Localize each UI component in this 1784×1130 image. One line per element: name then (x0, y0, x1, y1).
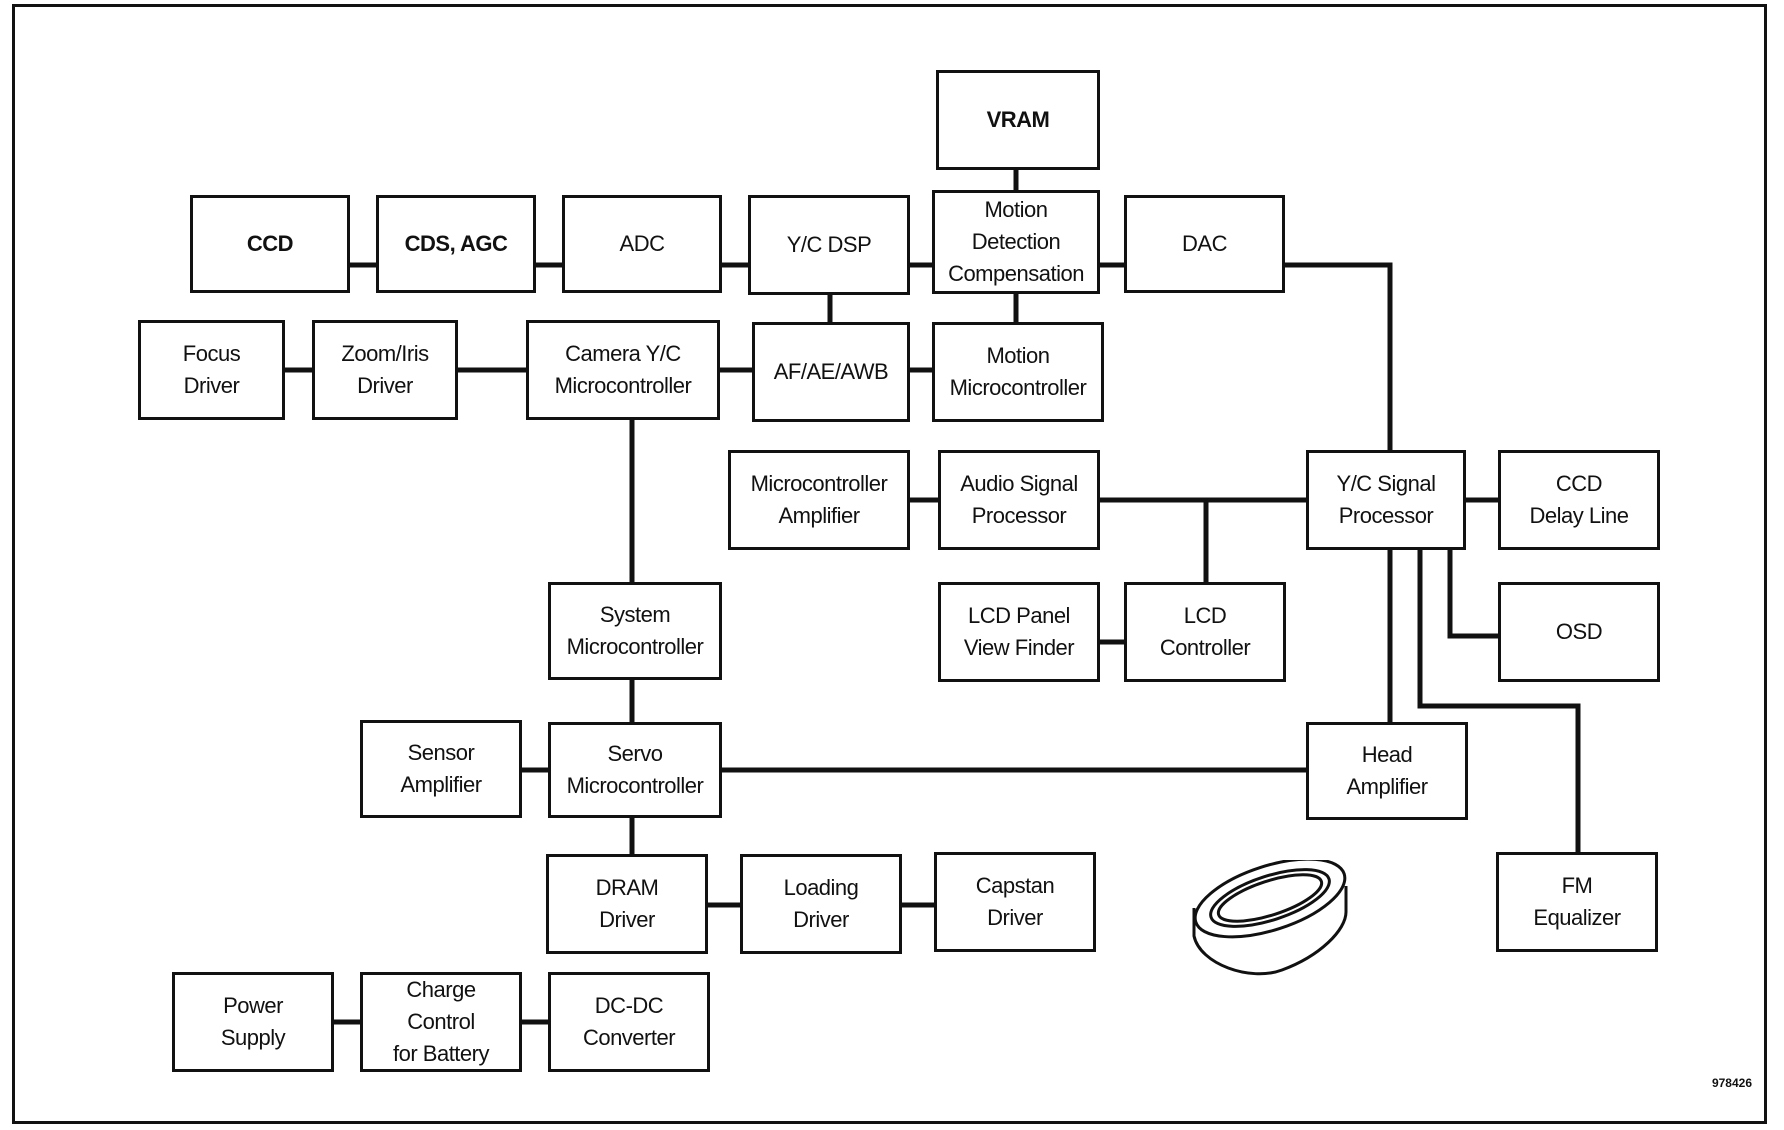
block-charge-control: Charge Control for Battery (360, 972, 522, 1072)
label-osd: OSD (1555, 619, 1603, 644)
label-ccd: CCD (246, 231, 294, 256)
diagram-frame (12, 4, 1767, 1124)
block-dcdc-converter: DC-DC Converter (548, 972, 710, 1072)
label-motion-detection: Motion Detection Compensation (948, 197, 1084, 286)
block-motion-detection: Motion Detection Compensation (932, 190, 1100, 294)
block-osd: OSD (1498, 582, 1660, 682)
block-microcontroller-amplifier: Microcontroller Amplifier (728, 450, 910, 550)
label-yc-signal-processor: Y/C Signal Processor (1336, 471, 1436, 528)
wire-dac-ycsignal (1282, 262, 1393, 453)
label-ccd-delay-line: CCD Delay Line (1529, 471, 1629, 528)
label-dram-driver: DRAM Driver (595, 875, 659, 932)
label-motion-microcontroller: Motion Microcontroller (949, 343, 1087, 400)
block-motion-microcontroller: Motion Microcontroller (932, 322, 1104, 422)
block-system-microcontroller: System Microcontroller (548, 582, 722, 680)
label-cds-agc: CDS, AGC (404, 231, 508, 256)
label-head-amplifier: Head Amplifier (1346, 742, 1428, 799)
label-af-ae-awb: AF/AE/AWB (773, 359, 889, 384)
block-yc-signal-processor: Y/C Signal Processor (1306, 450, 1466, 550)
label-zoom-iris-driver: Zoom/Iris Driver (341, 341, 429, 398)
label-lcd-controller: LCD Controller (1159, 603, 1251, 660)
block-lcd-controller: LCD Controller (1124, 582, 1286, 682)
label-system-microcontroller: System Microcontroller (566, 602, 704, 659)
label-power-supply: Power Supply (220, 993, 286, 1050)
label-fm-equalizer: FM Equalizer (1533, 873, 1621, 930)
block-af-ae-awb: AF/AE/AWB (752, 322, 910, 422)
label-capstan-driver: Capstan Driver (975, 873, 1055, 930)
label-vram: VRAM (986, 107, 1050, 132)
block-audio-signal-processor: Audio Signal Processor (938, 450, 1100, 550)
label-sensor-amplifier: Sensor Amplifier (400, 740, 482, 797)
label-dcdc-converter: DC-DC Converter (582, 993, 676, 1050)
label-servo-microcontroller: Servo Microcontroller (566, 741, 704, 798)
wire-ycsignal-fm (1417, 547, 1581, 855)
block-servo-microcontroller: Servo Microcontroller (548, 722, 722, 818)
wire-ycsignal-osd (1447, 547, 1501, 639)
label-adc: ADC (619, 231, 665, 256)
label-loading-driver: Loading Driver (783, 875, 859, 932)
block-capstan-driver: Capstan Driver (934, 852, 1096, 952)
block-cds-agc: CDS, AGC (376, 195, 536, 293)
block-head-amplifier: Head Amplifier (1306, 722, 1468, 820)
block-ccd: CCD (190, 195, 350, 293)
label-dac: DAC (1182, 231, 1227, 256)
block-camera-yc-microcontroller: Camera Y/C Microcontroller (526, 320, 720, 420)
label-microcontroller-amplifier: Microcontroller Amplifier (750, 471, 888, 528)
block-yc-dsp: Y/C DSP (748, 195, 910, 295)
block-ccd-delay-line: CCD Delay Line (1498, 450, 1660, 550)
block-vram: VRAM (936, 70, 1100, 170)
label-lcd-panel-view-finder: LCD Panel View Finder (963, 603, 1075, 660)
block-fm-equalizer: FM Equalizer (1496, 852, 1658, 952)
label-charge-control: Charge Control for Battery (393, 977, 489, 1066)
label-camera-yc-microcontroller: Camera Y/C Microcontroller (554, 341, 692, 398)
label-audio-signal-processor: Audio Signal Processor (960, 471, 1078, 528)
block-loading-driver: Loading Driver (740, 854, 902, 954)
block-dac: DAC (1124, 195, 1285, 293)
block-power-supply: Power Supply (172, 972, 334, 1072)
block-sensor-amplifier: Sensor Amplifier (360, 720, 522, 818)
block-zoom-iris-driver: Zoom/Iris Driver (312, 320, 458, 420)
tape-reel-icon (1192, 860, 1348, 976)
block-adc: ADC (562, 195, 722, 293)
document-id: 978426 (1711, 1076, 1752, 1090)
block-lcd-panel-view-finder: LCD Panel View Finder (938, 582, 1100, 682)
block-dram-driver: DRAM Driver (546, 854, 708, 954)
block-focus-driver: Focus Driver (138, 320, 285, 420)
label-focus-driver: Focus Driver (182, 341, 241, 398)
label-yc-dsp: Y/C DSP (786, 232, 872, 257)
